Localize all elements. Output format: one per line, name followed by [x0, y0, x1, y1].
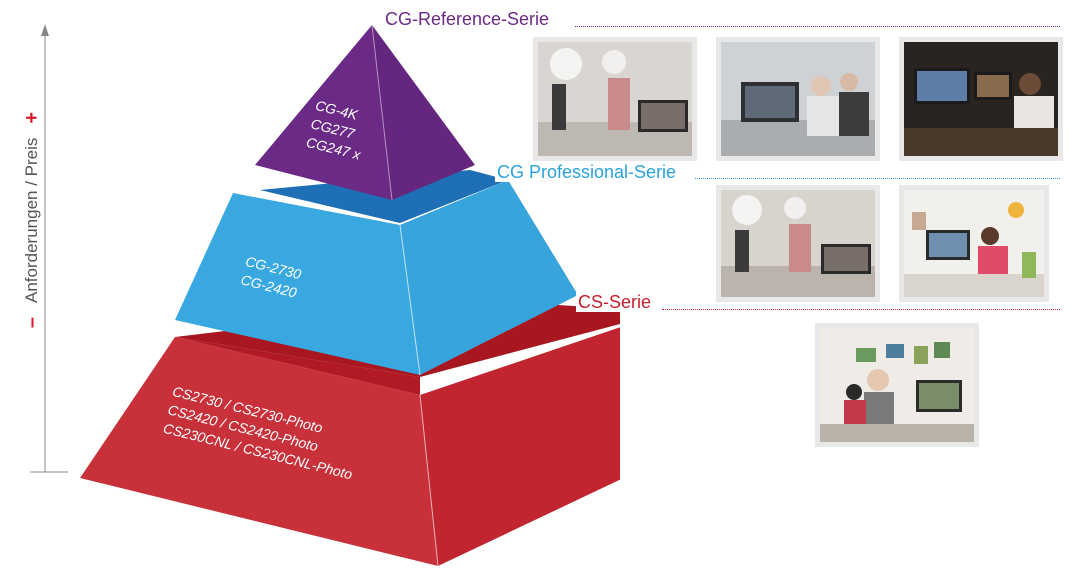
photo-home-office [899, 185, 1049, 302]
professional-leader [695, 178, 1060, 179]
middle-tier-right-face [400, 180, 578, 375]
bottom-tier-band [175, 337, 420, 395]
photo-studio-shoot [533, 37, 697, 161]
series-label-cs: CS-Serie [576, 292, 654, 312]
top-tier-right-face [372, 25, 475, 200]
photo-family-desk [815, 323, 979, 447]
series-label-reference: CG-Reference-Serie [383, 9, 552, 29]
photo-monitor-calibration [716, 37, 880, 161]
reference-leader [575, 26, 1060, 27]
top-tier-left-face [255, 25, 392, 200]
bottom-tier-right-face [420, 327, 620, 566]
bottom-tier-left-face [80, 337, 438, 566]
photo-editing-suite [899, 37, 1063, 161]
series-label-professional: CG Professional-Serie [495, 162, 679, 182]
photo-studio-shoot-2 [716, 185, 880, 302]
middle-tier-left-face [175, 193, 420, 375]
cs-leader [662, 309, 1060, 310]
axis-arrow [30, 24, 68, 473]
pyramid [80, 24, 620, 567]
